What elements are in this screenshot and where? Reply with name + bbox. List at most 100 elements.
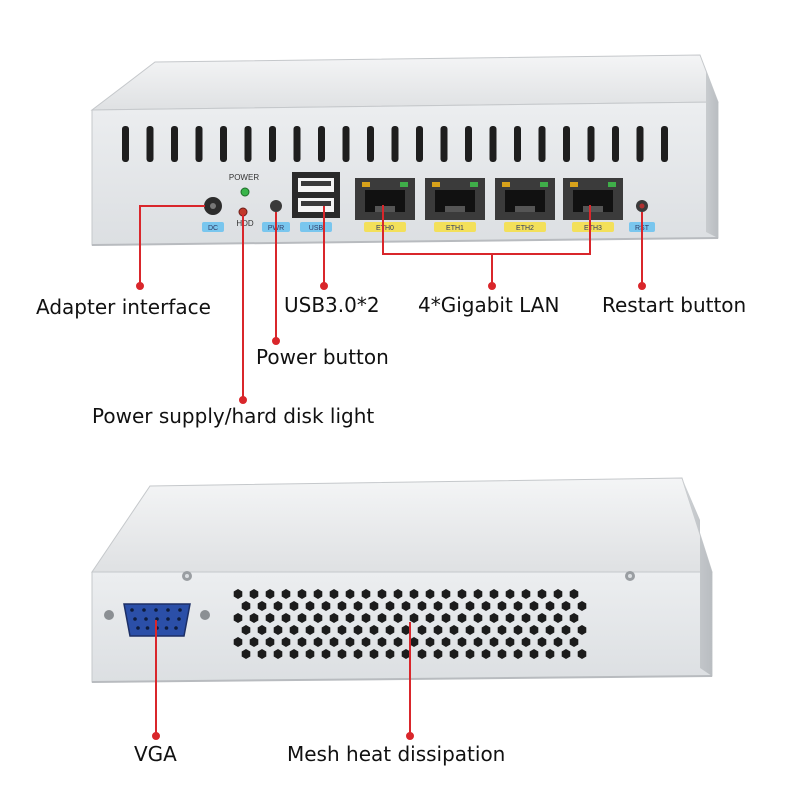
mesh-hole bbox=[537, 613, 547, 623]
vent-slot bbox=[416, 126, 423, 162]
mesh-hole bbox=[305, 625, 315, 635]
power-light-label: Power supply/hard disk light bbox=[92, 404, 375, 428]
mesh-hole bbox=[257, 649, 267, 659]
mesh-hole bbox=[441, 637, 451, 647]
mesh-hole bbox=[281, 637, 291, 647]
mesh-hole bbox=[513, 601, 523, 611]
mesh-hole bbox=[329, 613, 339, 623]
vent-slot bbox=[612, 126, 619, 162]
vent-slot bbox=[514, 126, 521, 162]
mesh-hole bbox=[337, 649, 347, 659]
vga-pin bbox=[136, 626, 140, 630]
mesh-hole bbox=[401, 601, 411, 611]
bottom-chassis bbox=[91, 477, 713, 683]
mesh-hole bbox=[249, 589, 259, 599]
mesh-heat-label: Mesh heat dissipation bbox=[287, 742, 506, 766]
mesh-hole bbox=[569, 637, 579, 647]
vga-pin bbox=[130, 608, 134, 612]
mesh-hole bbox=[417, 625, 427, 635]
mesh-hole bbox=[513, 649, 523, 659]
vga-pin bbox=[166, 617, 170, 621]
vga-pin bbox=[133, 617, 137, 621]
mesh-hole bbox=[297, 589, 307, 599]
vga-pin bbox=[145, 626, 150, 630]
vent-slot bbox=[391, 126, 399, 162]
mesh-hole bbox=[433, 601, 443, 611]
vent-slot bbox=[220, 126, 227, 162]
mesh-hole bbox=[305, 649, 315, 659]
vga-pin bbox=[178, 608, 182, 612]
mesh-hole bbox=[457, 589, 467, 599]
top-vent-slots bbox=[122, 126, 668, 162]
mesh-hole bbox=[265, 589, 275, 599]
vent-slot bbox=[171, 126, 178, 162]
vga-pin bbox=[166, 608, 170, 612]
vga-pin bbox=[155, 617, 159, 621]
mesh-hole bbox=[233, 589, 243, 599]
status-leds: POWER HDD bbox=[229, 173, 259, 228]
vga-pin bbox=[177, 617, 181, 621]
mesh-hole bbox=[361, 637, 371, 647]
mesh-hole bbox=[353, 649, 363, 659]
mesh-vent bbox=[233, 589, 587, 659]
usb-callout-label: USB3.0*2 bbox=[284, 293, 380, 317]
mesh-hole bbox=[481, 625, 491, 635]
vga-pin bbox=[144, 617, 148, 621]
mesh-hole bbox=[289, 649, 299, 659]
mesh-hole bbox=[569, 589, 579, 599]
mesh-hole bbox=[529, 649, 539, 659]
vent-slot bbox=[367, 126, 374, 162]
mesh-hole bbox=[489, 637, 499, 647]
mesh-hole bbox=[345, 613, 355, 623]
mesh-hole bbox=[337, 601, 347, 611]
mesh-hole bbox=[345, 637, 355, 647]
mesh-hole bbox=[505, 589, 515, 599]
mesh-hole bbox=[457, 613, 467, 623]
mesh-hole bbox=[545, 625, 555, 635]
mesh-hole bbox=[361, 613, 371, 623]
vga-pin bbox=[164, 626, 169, 630]
mesh-hole bbox=[273, 649, 283, 659]
vga-pin bbox=[174, 626, 178, 630]
mesh-hole bbox=[441, 589, 451, 599]
mesh-hole bbox=[305, 601, 315, 611]
vga-pin bbox=[154, 608, 158, 612]
vent-slot bbox=[440, 126, 448, 162]
mesh-hole bbox=[385, 601, 395, 611]
mesh-hole bbox=[345, 589, 355, 599]
mesh-hole bbox=[577, 601, 587, 611]
eth2-label: ETH2 bbox=[516, 225, 534, 232]
mesh-hole bbox=[425, 613, 435, 623]
vent-slot bbox=[146, 126, 154, 162]
mesh-hole bbox=[481, 649, 491, 659]
mesh-hole bbox=[577, 625, 587, 635]
mesh-hole bbox=[297, 637, 307, 647]
hdd-led-label: HDD bbox=[236, 219, 254, 228]
mesh-hole bbox=[425, 637, 435, 647]
mesh-hole bbox=[409, 589, 419, 599]
mesh-hole bbox=[401, 625, 411, 635]
mesh-hole bbox=[417, 601, 427, 611]
vent-slot bbox=[465, 126, 472, 162]
power-button-label: Power button bbox=[256, 345, 389, 369]
mesh-hole bbox=[329, 637, 339, 647]
mesh-hole bbox=[569, 613, 579, 623]
mesh-hole bbox=[561, 601, 571, 611]
mesh-hole bbox=[425, 589, 435, 599]
eth1-label: ETH1 bbox=[446, 225, 464, 232]
mesh-hole bbox=[313, 637, 323, 647]
mesh-hole bbox=[529, 625, 539, 635]
mesh-hole bbox=[417, 649, 427, 659]
restart-button-label: Restart button bbox=[602, 293, 747, 317]
mesh-hole bbox=[433, 625, 443, 635]
mesh-hole bbox=[257, 625, 267, 635]
usb-label: USB bbox=[309, 225, 324, 232]
vent-slot bbox=[195, 126, 203, 162]
mesh-hole bbox=[529, 601, 539, 611]
mesh-hole bbox=[553, 637, 563, 647]
vent-slot bbox=[122, 126, 129, 162]
mesh-hole bbox=[561, 625, 571, 635]
mesh-hole bbox=[521, 637, 531, 647]
vent-slot bbox=[563, 126, 570, 162]
